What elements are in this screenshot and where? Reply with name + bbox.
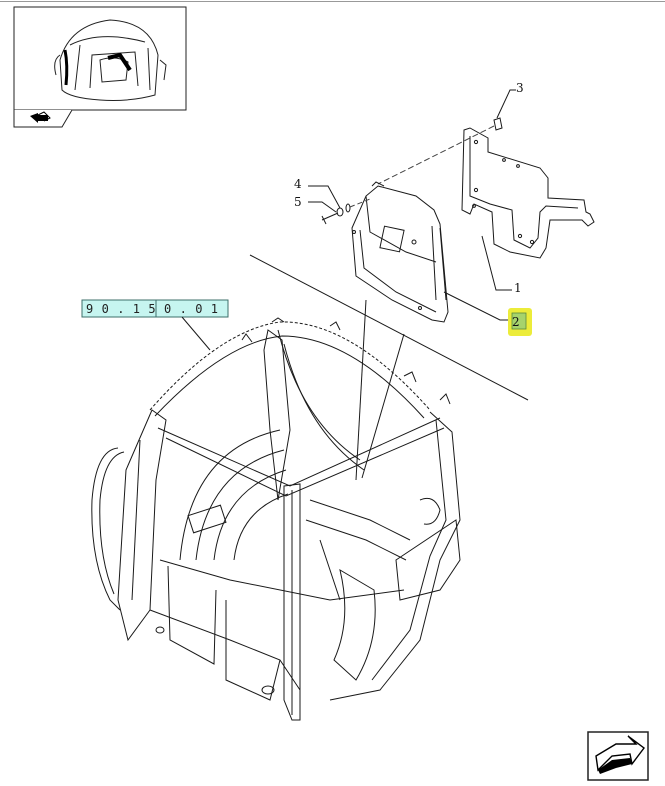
callout-2-highlighted[interactable]: 2 [508,308,532,336]
arrow-left-icon[interactable] [13,109,73,128]
cab-thumbnail-icon[interactable] [13,6,187,111]
callout-3[interactable]: 3 [516,81,524,95]
control-module-part [351,181,449,323]
reference-char: 1 [211,302,218,316]
bracket-part [461,117,595,259]
reference-char: 9 [86,302,93,316]
svg-text:4: 4 [294,177,302,191]
callout-4[interactable]: 4 [294,177,302,191]
next-page-arrow-icon[interactable] [587,731,649,781]
reference-char: 0 [102,302,109,316]
reference-char: . [180,302,187,316]
reference-char: . [117,302,124,316]
section-line [249,254,529,401]
cab-frame [91,317,461,721]
svg-text:1: 1 [514,281,522,295]
callout-leaders [308,89,516,321]
svg-text:2: 2 [512,315,520,329]
svg-text:3: 3 [516,81,524,95]
callout-1[interactable]: 1 [514,281,522,295]
svg-text:5: 5 [294,195,302,209]
bolt-parts [321,203,351,225]
callout-5[interactable]: 5 [294,195,302,209]
reference-char: 0 [164,302,171,316]
reference-char: 0 [195,302,202,316]
reference-char: 5 [148,302,155,316]
reference-char: 1 [133,302,140,316]
